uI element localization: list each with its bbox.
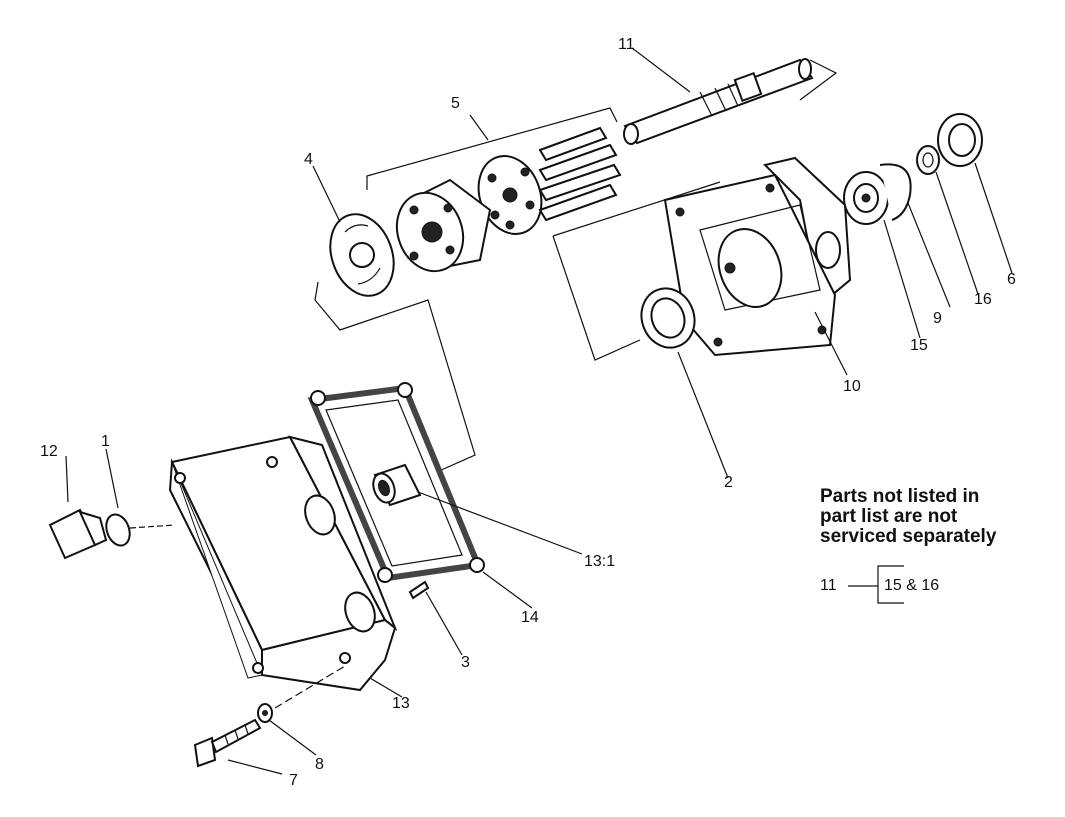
callout-16: 16 — [974, 291, 992, 308]
piston-assembly — [477, 126, 622, 235]
o-ring-part-1 — [105, 513, 131, 547]
seal-part-6 — [937, 113, 983, 167]
reference-part-number: 11 — [820, 577, 837, 594]
seal-part-16 — [916, 145, 940, 175]
bushing-part-13-1 — [372, 463, 422, 507]
callout-13-1: 13:1 — [584, 553, 615, 570]
washer-part-2 — [640, 287, 696, 349]
valve-plate-4 — [329, 213, 395, 297]
reference-bracket — [877, 565, 904, 604]
callout-9: 9 — [933, 310, 942, 327]
callout-12: 12 — [40, 443, 58, 460]
plug-part-12 — [48, 508, 108, 560]
housing-part-10 — [663, 156, 852, 357]
snap-ring-part-9 — [879, 163, 912, 221]
callout-2: 2 — [724, 474, 733, 491]
reference-included-parts: 15 & 16 — [884, 577, 940, 594]
callout-3: 3 — [461, 654, 470, 671]
callout-5: 5 — [451, 95, 460, 112]
washer-part-8 — [257, 703, 273, 723]
service-note: Parts not listed in part list are not se… — [820, 487, 1050, 547]
callout-8: 8 — [315, 756, 324, 773]
group-5-bracket — [366, 107, 618, 190]
housing-bracket — [552, 235, 641, 361]
callout-13: 13 — [392, 695, 410, 712]
service-note-line-3: serviced separately — [820, 526, 997, 547]
callout-6: 6 — [1007, 271, 1016, 288]
callout-11: 11 — [618, 36, 635, 53]
cover-part-13 — [168, 435, 398, 692]
pin-part-3 — [408, 580, 430, 600]
service-note-line-1: Parts not listed in — [820, 486, 980, 507]
cylinder-block — [395, 178, 492, 273]
shaft-part-11 — [623, 58, 814, 145]
service-note-line-2: part list are not — [820, 506, 958, 527]
callout-14: 14 — [521, 609, 539, 626]
callout-10: 10 — [843, 378, 861, 395]
bolt-part-7 — [193, 718, 262, 768]
callout-15: 15 — [910, 337, 928, 354]
callout-4: 4 — [304, 151, 313, 168]
bearing-part-15 — [843, 171, 889, 225]
callout-1: 1 — [101, 433, 110, 450]
callout-7: 7 — [289, 772, 298, 789]
plate-4-bracket — [314, 281, 476, 476]
